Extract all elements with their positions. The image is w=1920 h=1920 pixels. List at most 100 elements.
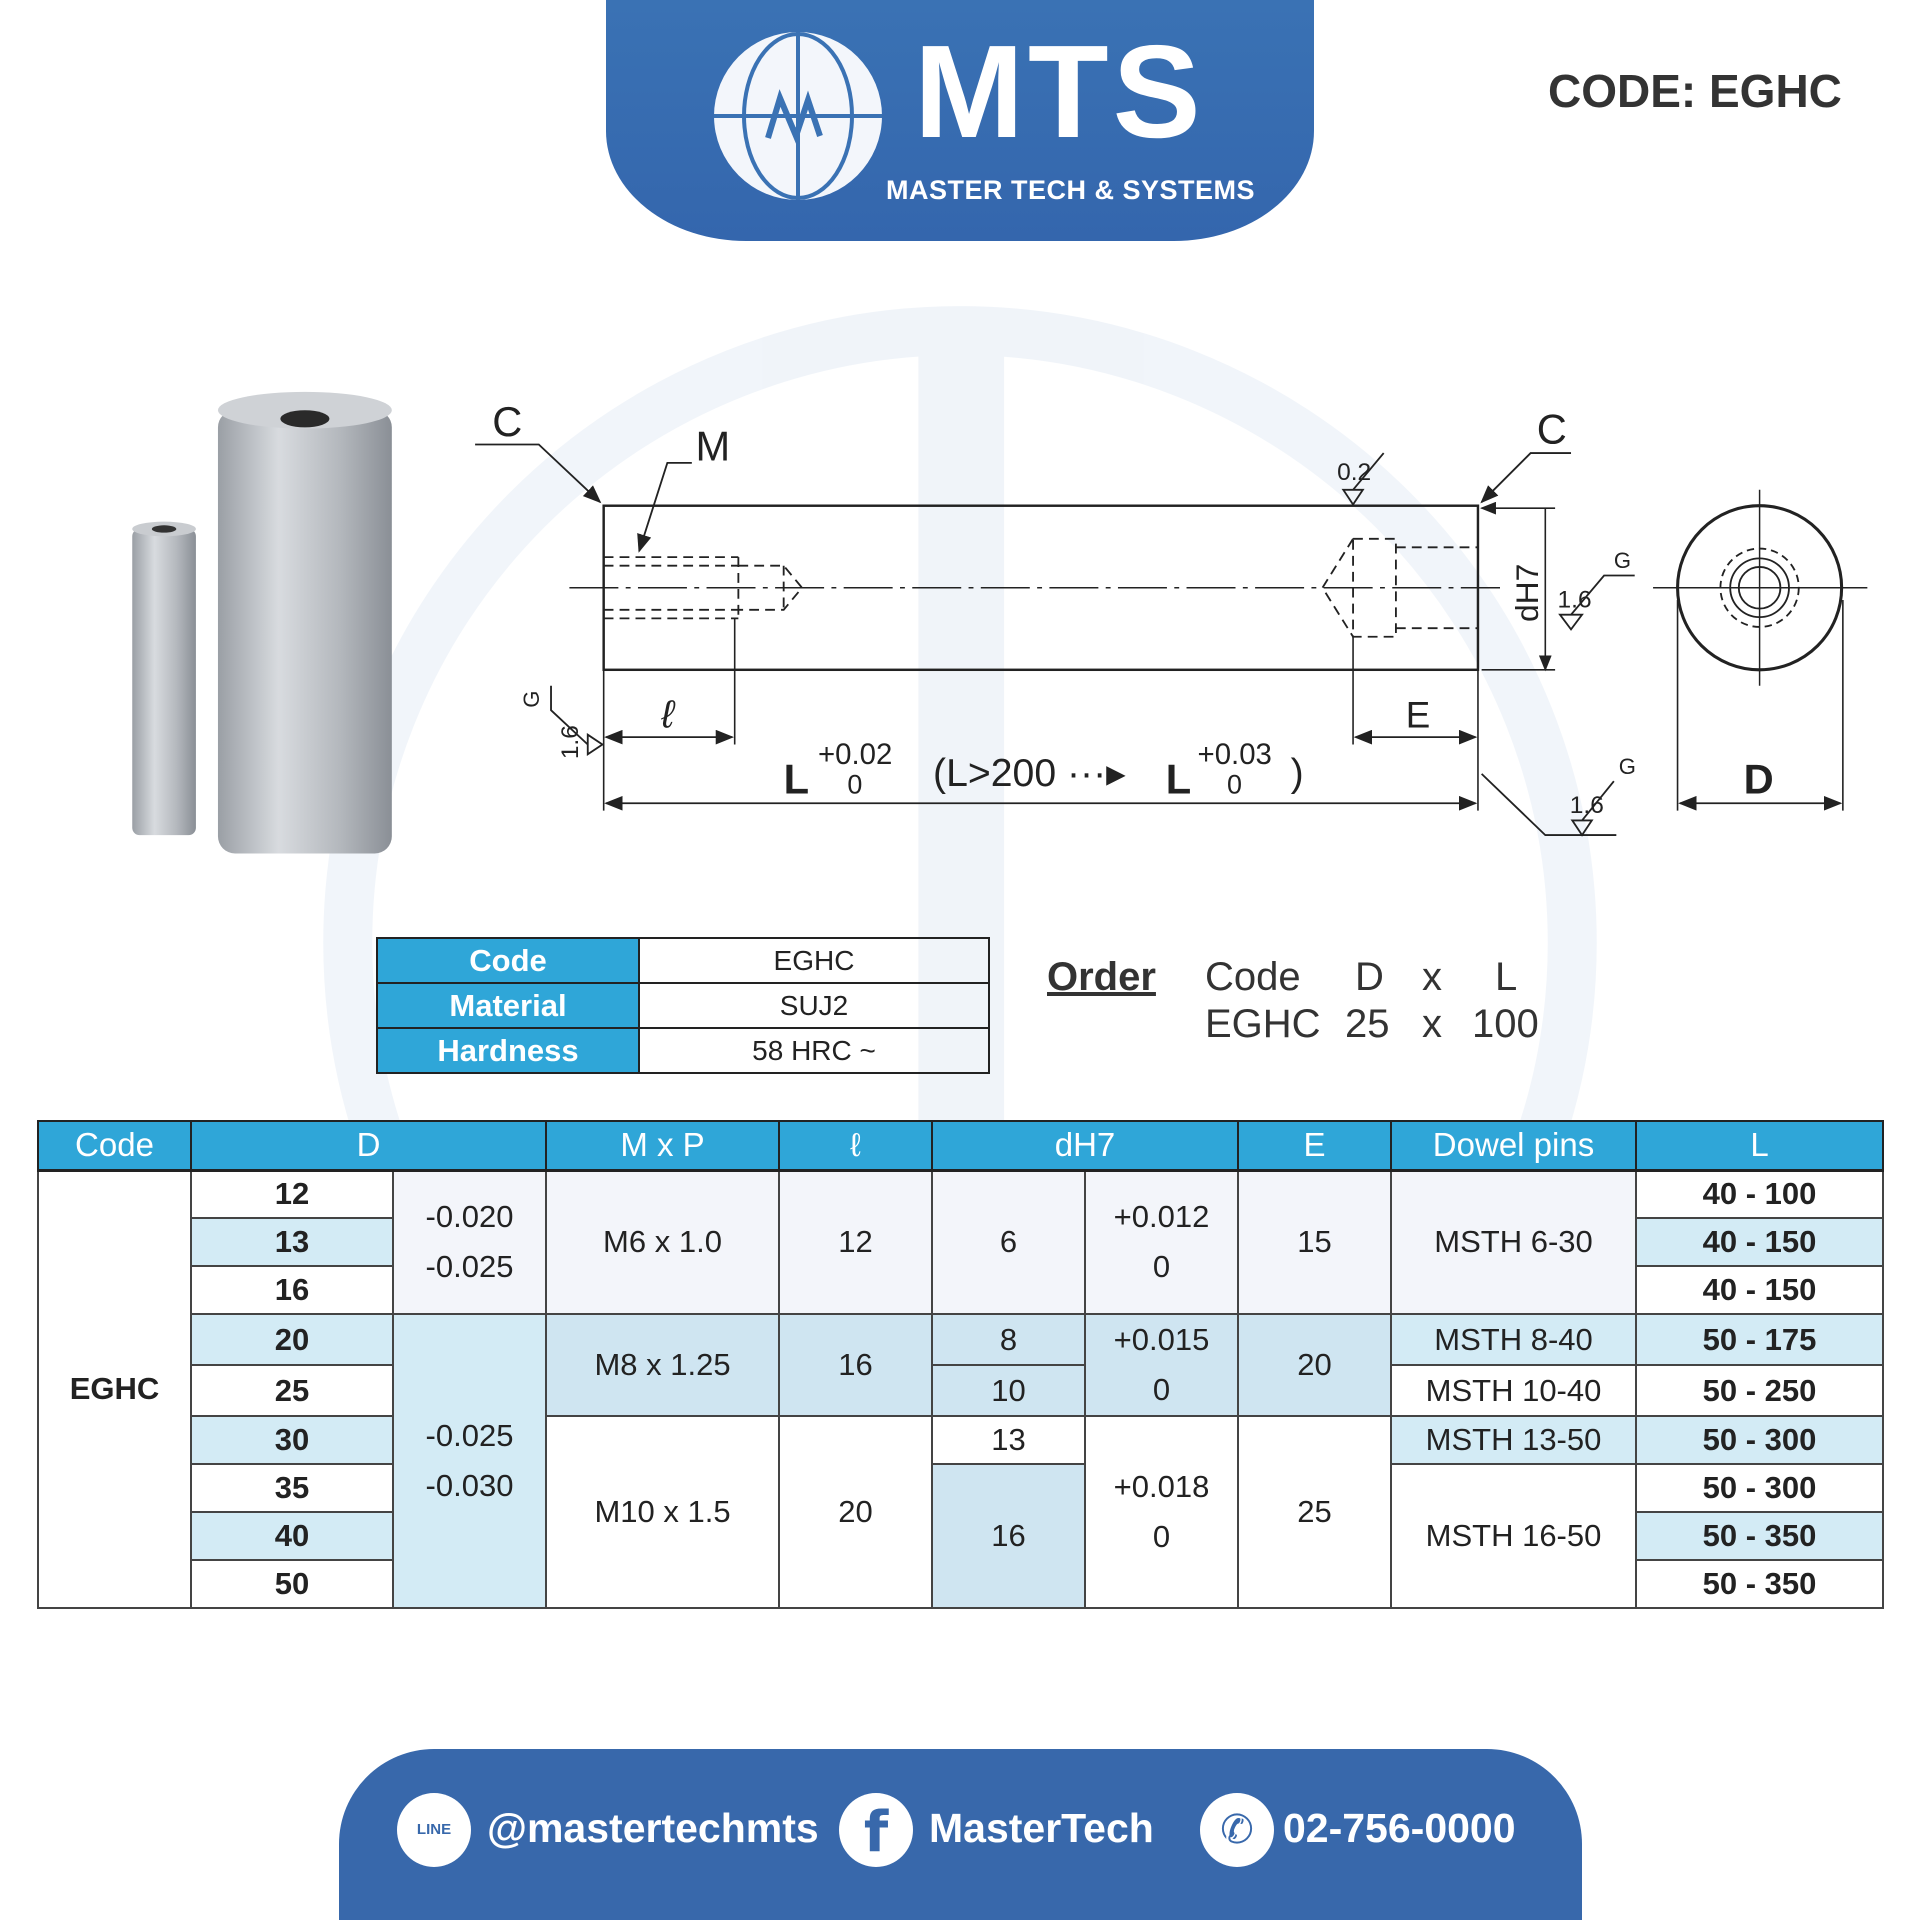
ell-cell: 16 — [778, 1313, 933, 1417]
header-banner — [606, 0, 1314, 241]
spec-key: Material — [376, 982, 640, 1029]
contact-footer: LINE @mastertechmts f MasterTech ✆ 02-75… — [339, 1749, 1582, 1920]
col-header-l: L — [1635, 1120, 1885, 1172]
d-cell: 50 — [190, 1559, 394, 1609]
roughness-label: 1.6 — [557, 725, 584, 759]
d-cell: 12 — [190, 1169, 394, 1219]
table-row: 30 M10 x 1.5 20 13 +0.018 0 25 MSTH 13-50… — [38, 1415, 1885, 1609]
d-cell: 35 — [190, 1463, 394, 1513]
facebook-icon[interactable]: f — [839, 1793, 913, 1867]
product-photo — [132, 391, 392, 854]
col-header-ell: ℓ — [778, 1120, 933, 1172]
line-id-link[interactable]: @mastertechmts — [487, 1805, 819, 1851]
l-label: L — [784, 755, 809, 802]
phone-number-link[interactable]: 02-756-0000 — [1283, 1805, 1516, 1851]
order-header-l: L — [1495, 955, 1518, 999]
order-value-l: 100 — [1472, 1002, 1539, 1046]
tol-lower: 0 — [1152, 1519, 1171, 1554]
d-tol-cell: -0.025 -0.030 — [392, 1313, 547, 1609]
brand-name: MTS — [914, 18, 1205, 165]
l-tol-upper: +0.02 — [818, 738, 892, 771]
col-header-e: E — [1237, 1120, 1393, 1172]
order-value-code: EGHC — [1205, 1002, 1321, 1046]
mts-globe-logo — [714, 32, 882, 200]
l2-label: L — [1166, 755, 1191, 802]
table-row: 40 50 - 350 — [38, 1511, 1885, 1561]
table-row: 16 40 - 150 — [38, 1265, 1885, 1315]
ell-label: ℓ — [660, 693, 676, 736]
l-cell: 50 - 250 — [1635, 1364, 1885, 1417]
d-cell: 25 — [190, 1364, 394, 1417]
dh7-tol-cell: +0.018 0 — [1083, 1415, 1240, 1609]
col-header-d: D — [190, 1120, 547, 1172]
e-cell: 20 — [1237, 1313, 1393, 1417]
tol-upper: +0.015 — [1113, 1322, 1210, 1357]
col-header-dowel: Dowel pins — [1390, 1120, 1638, 1172]
dh7-tol-cell: +0.015 0 — [1083, 1313, 1240, 1417]
grind-label: G — [1614, 548, 1631, 573]
spec-key: Code — [376, 937, 640, 984]
e-cell: 25 — [1237, 1415, 1393, 1609]
l2-tol-upper: +0.03 — [1198, 738, 1272, 771]
dh7-cell: 13 — [931, 1415, 1086, 1465]
tol-upper: -0.025 — [425, 1418, 514, 1453]
grind-label: G — [1619, 754, 1636, 779]
l-cell: 50 - 175 — [1635, 1313, 1885, 1366]
chamfer-label: C — [492, 398, 522, 445]
dh7-cell: 10 — [931, 1364, 1086, 1417]
spec-value: 58 HRC ~ — [638, 1027, 990, 1074]
l-cell: 40 - 150 — [1635, 1265, 1885, 1315]
order-header-x: x — [1422, 955, 1442, 999]
brand-tagline: MASTER TECH & SYSTEMS — [886, 175, 1256, 205]
table-row: 25 10 MSTH 10-40 50 - 250 — [38, 1364, 1885, 1417]
code-cell: EGHC — [37, 1169, 192, 1609]
dowel-cell: MSTH 16-50 — [1390, 1463, 1638, 1609]
d-cell: 30 — [190, 1415, 394, 1465]
d-cell: 16 — [190, 1265, 394, 1315]
roughness-label: 1.6 — [1570, 792, 1604, 819]
l-tol-lower: 0 — [847, 769, 862, 799]
e-label: E — [1406, 694, 1431, 735]
facebook-link[interactable]: MasterTech — [929, 1805, 1154, 1851]
ell-cell: 12 — [778, 1169, 933, 1315]
l-cell: 50 - 300 — [1635, 1463, 1885, 1513]
tapped-hole — [603, 537, 1478, 638]
mxp-cell: M6 x 1.0 — [545, 1169, 780, 1315]
tol-upper: +0.012 — [1113, 1199, 1210, 1235]
l-cell: 40 - 150 — [1635, 1217, 1885, 1267]
l2-tol-lower: 0 — [1227, 769, 1242, 799]
l-note: (L>200 ···▸ — [933, 752, 1126, 795]
l-cell: 50 - 350 — [1635, 1559, 1885, 1609]
col-header-mxp: M x P — [545, 1120, 780, 1172]
dh7-cell: 16 — [931, 1463, 1086, 1609]
d-cell: 40 — [190, 1511, 394, 1561]
tol-lower: -0.025 — [425, 1249, 514, 1285]
dowel-cell: MSTH 13-50 — [1390, 1415, 1638, 1465]
phone-icon[interactable]: ✆ — [1200, 1793, 1274, 1867]
dh7-cell: 6 — [931, 1169, 1086, 1315]
col-header-dh7: dH7 — [930, 1120, 1240, 1172]
dh7-tol-cell: +0.012 0 — [1083, 1169, 1240, 1315]
l-cell: 40 - 100 — [1635, 1169, 1885, 1219]
e-cell: 15 — [1237, 1169, 1393, 1315]
mxp-cell: M10 x 1.5 — [545, 1415, 780, 1609]
tol-upper: +0.018 — [1113, 1469, 1210, 1504]
roughness-label: 1.6 — [1558, 586, 1592, 613]
tol-lower: 0 — [1152, 1249, 1171, 1285]
grind-label: G — [519, 691, 544, 708]
order-header-d: D — [1355, 955, 1384, 999]
ell-cell: 20 — [778, 1415, 933, 1609]
end-view — [1653, 489, 1868, 811]
d-tol-cell: -0.020 -0.025 — [392, 1169, 547, 1315]
order-label: Order — [1047, 955, 1156, 999]
l-cell: 50 - 350 — [1635, 1511, 1885, 1561]
table-row: 35 16 MSTH 16-50 50 - 300 — [38, 1463, 1885, 1609]
d-label: D — [1744, 755, 1774, 802]
dimension-table: Code D M x P ℓ dH7 E Dowel pins L EGHC 1… — [37, 1120, 1885, 1609]
l-note-close: ) — [1291, 752, 1304, 795]
tol-upper: -0.020 — [425, 1199, 514, 1235]
line-icon[interactable]: LINE — [397, 1793, 471, 1867]
tol-lower: 0 — [1152, 1372, 1171, 1407]
tol-lower: -0.030 — [425, 1468, 514, 1503]
